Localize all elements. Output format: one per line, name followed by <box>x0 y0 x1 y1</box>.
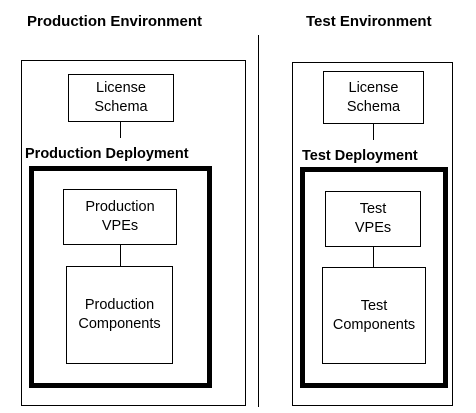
production-license-connector <box>120 122 121 138</box>
test-environment-frame <box>292 62 453 406</box>
test-deployment-frame <box>300 167 448 388</box>
test-label: Test <box>359 201 387 217</box>
production-license-schema-box: License Schema <box>68 74 174 122</box>
vpes-label: VPEs <box>101 218 139 234</box>
production-vpes-connector <box>120 245 121 266</box>
production-deployment-frame <box>29 166 212 388</box>
production-deployment-title: Production Deployment <box>25 146 189 162</box>
test-components-box: Test Components <box>322 267 426 364</box>
environment-divider <box>258 35 259 407</box>
production-vpes-box: Production VPEs <box>63 189 177 245</box>
production-label: Production <box>84 297 155 313</box>
test-deployment-title: Test Deployment <box>302 148 418 164</box>
test-label: Test <box>360 297 388 314</box>
production-environment-title: Production Environment <box>27 13 203 30</box>
test-vpes-connector <box>373 247 374 267</box>
test-license-schema-box: License Schema <box>323 71 424 124</box>
production-environment-frame <box>21 60 246 406</box>
test-vpes-box: Test VPEs <box>325 191 421 247</box>
production-components-box: Production Components <box>66 266 173 364</box>
components-label: Components <box>78 316 161 332</box>
license-label: License <box>348 79 399 96</box>
production-label: Production <box>85 199 155 215</box>
license-label: License <box>96 80 146 96</box>
vpes-label: VPEs <box>354 220 392 236</box>
test-environment-title: Test Environment <box>306 13 432 30</box>
components-label: Components <box>332 316 416 333</box>
schema-label: Schema <box>94 99 148 115</box>
test-license-connector <box>373 124 374 140</box>
schema-label: Schema <box>346 98 401 115</box>
